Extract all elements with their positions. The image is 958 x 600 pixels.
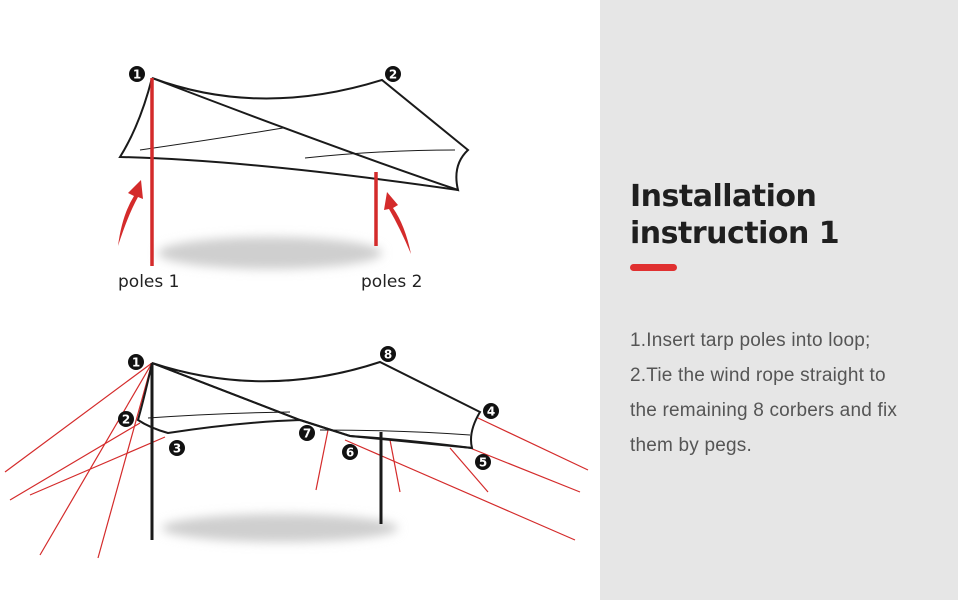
title-line-1: Installation — [630, 179, 817, 214]
rope-2 — [9, 422, 141, 501]
top-tarp-left-wing — [118, 77, 459, 191]
bottom-tarp-outline — [151, 360, 482, 450]
rope-6a — [389, 439, 401, 493]
top-tarp-outline — [151, 77, 470, 192]
bottom-tarp-diagram: 1 2 3 4 5 6 7 — [4, 346, 589, 559]
pole-1-label: poles 1 — [118, 272, 180, 292]
title-line-2: instruction 1 — [630, 216, 840, 251]
top-marker-1: 1 — [129, 66, 145, 82]
rope-4 — [477, 417, 589, 471]
svg-text:6: 6 — [346, 446, 354, 460]
tarp-diagram: 1 2 — [4, 66, 589, 559]
accent-bar — [630, 264, 677, 271]
bottom-marker-4: 4 — [483, 403, 499, 419]
bottom-marker-8: 8 — [380, 346, 396, 362]
bottom-tarp-front — [136, 362, 473, 449]
tarp-diagram-area: 1 2 — [4, 66, 589, 559]
svg-text:1: 1 — [133, 68, 141, 82]
rope-1a — [4, 362, 153, 473]
svg-text:8: 8 — [384, 348, 392, 362]
rope-5b — [449, 447, 489, 493]
instruction-panel: Installation instruction 1 1.Insert tarp… — [600, 0, 958, 600]
svg-text:5: 5 — [479, 456, 487, 470]
bottom-marker-3: 3 — [169, 440, 185, 456]
rope-1b — [39, 362, 153, 556]
step-line-4: them by pegs. — [630, 435, 752, 456]
top-tarp-fold-line — [139, 127, 456, 159]
step-line-2: 2.Tie the wind rope straight to — [630, 365, 886, 386]
step-line-1: 1.Insert tarp poles into loop; — [630, 330, 871, 351]
svg-text:4: 4 — [487, 405, 495, 419]
rope-6b — [344, 439, 576, 541]
top-arrow-left — [118, 180, 143, 246]
guy-ropes — [4, 362, 589, 559]
svg-text:2: 2 — [389, 68, 397, 82]
top-marker-2: 2 — [385, 66, 401, 82]
bottom-marker-6: 6 — [342, 444, 358, 460]
svg-text:3: 3 — [173, 442, 181, 456]
top-ground-shadow — [158, 237, 382, 269]
bottom-marker-1: 1 — [128, 354, 144, 370]
bottom-ground-shadow — [162, 514, 398, 542]
pole-2-label: poles 2 — [361, 272, 423, 292]
page-title: Installation instruction 1 — [630, 178, 930, 252]
svg-text:1: 1 — [132, 356, 140, 370]
bottom-marker-7: 7 — [299, 425, 315, 441]
svg-text:7: 7 — [303, 427, 311, 441]
rope-3 — [29, 436, 166, 496]
bottom-tarp-fold-line — [147, 411, 471, 436]
bottom-marker-5: 5 — [475, 454, 491, 470]
instruction-steps: 1.Insert tarp poles into loop; 2.Tie the… — [630, 323, 950, 463]
step-line-3: the remaining 8 corbers and fix — [630, 400, 898, 421]
rope-1c — [97, 362, 153, 559]
bottom-marker-2: 2 — [118, 411, 134, 427]
top-arrow-right — [384, 192, 411, 254]
top-tarp-diagram: 1 2 — [118, 66, 470, 269]
rope-5a — [469, 447, 581, 493]
svg-text:2: 2 — [122, 413, 130, 427]
rope-7 — [315, 429, 329, 491]
